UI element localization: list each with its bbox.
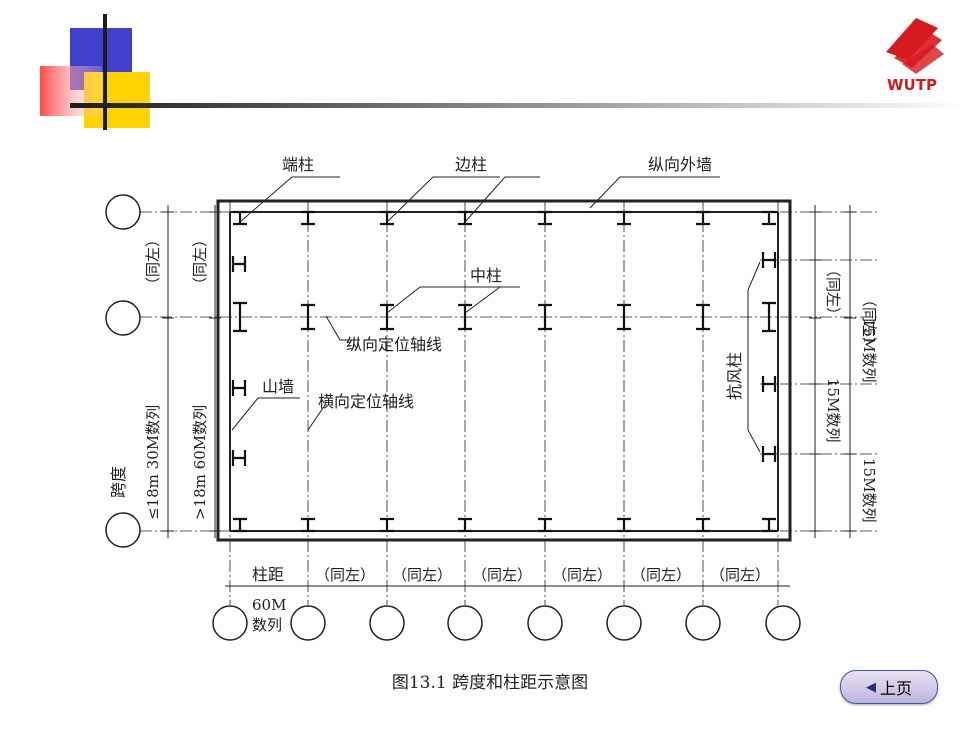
label-wind-column: 抗风柱 (725, 352, 744, 400)
label-long-outer-wall: 纵向外墙 (648, 155, 712, 174)
axis-circles (105, 194, 801, 641)
bottom-column-spacing: 柱距 (252, 565, 284, 584)
label-middle-column: 中柱 (470, 266, 502, 285)
prev-page-button[interactable]: ◀ 上页 (840, 670, 938, 704)
left-same-1: （同左） (144, 232, 162, 292)
right-15m-1: 15M数列 (860, 318, 878, 382)
label-trans-axis: 横向定位轴线 (318, 392, 414, 411)
right-15m-3: 15M数列 (860, 458, 878, 522)
label-gable-wall: 山墙 (262, 377, 294, 396)
columns (231, 210, 777, 533)
dimension-lines (162, 205, 856, 587)
bottom-same-1: （同左） (315, 566, 375, 584)
right-15m-2: 15M数列 (824, 378, 842, 442)
right-same-1: （同左） (860, 292, 878, 352)
header-decoration (40, 14, 970, 130)
transverse-axes (229, 200, 779, 605)
label-long-axis: 纵向定位轴线 (346, 335, 442, 354)
bottom-60m: 60M (252, 596, 286, 614)
left-span: 跨度 (109, 466, 128, 498)
figure-caption: 图13.1 跨度和柱距示意图 (391, 673, 589, 693)
bottom-same-4: （同左） (552, 566, 612, 584)
bottom-same-3: （同左） (472, 566, 532, 584)
bottom-same-6: （同左） (710, 566, 770, 584)
label-edge-column: 边柱 (455, 155, 487, 174)
left-same-2: （同左） (191, 232, 209, 292)
right-same-2: （同左） (824, 262, 842, 322)
bottom-series: 数列 (252, 616, 282, 634)
triangle-left-icon: ◀ (865, 679, 876, 695)
wutp-logo: WUTP (886, 18, 944, 94)
bottom-same-2: （同左） (392, 566, 452, 584)
left-gt18-60m: >18m 60M数列 (191, 405, 209, 520)
left-le18-30m: ≤18m 30M数列 (144, 405, 162, 520)
bottom-same-5: （同左） (631, 566, 691, 584)
deco-vertical-line (103, 14, 107, 130)
deco-horizontal-line (70, 103, 970, 108)
label-end-column: 端柱 (282, 155, 314, 174)
prev-page-label: 上页 (879, 679, 912, 698)
logo-text: WUTP (887, 76, 937, 94)
building-outline (216, 199, 792, 542)
span-column-diagram: 端柱 边柱 纵向外墙 中柱 纵向定位轴线 山墙 横向定位轴线 抗风柱 （同左） … (105, 155, 880, 641)
leader-lines (231, 176, 761, 453)
